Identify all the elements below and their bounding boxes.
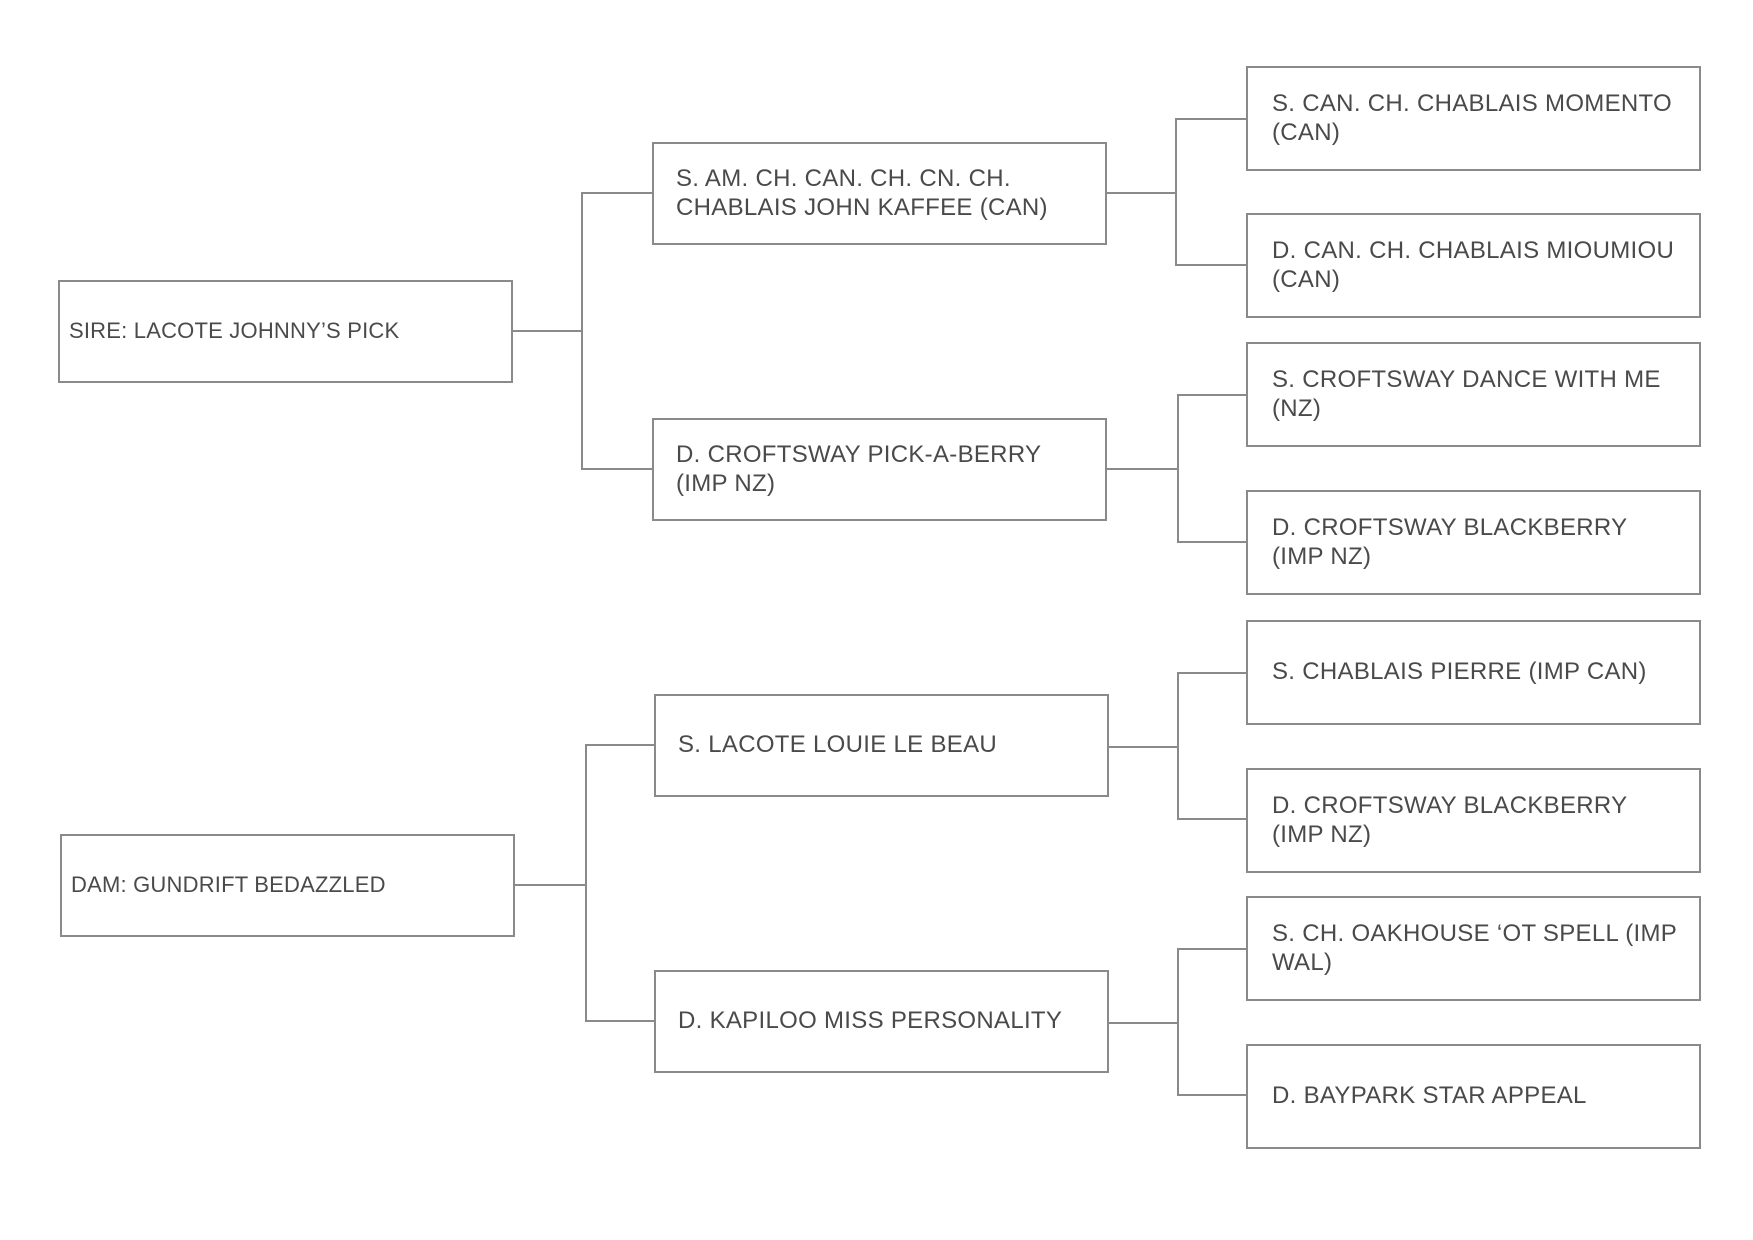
dam-sire-dam-box: D. CROFTSWAY BLACKBERRY (IMP NZ)	[1246, 768, 1701, 873]
connector-line	[1109, 1022, 1178, 1024]
connector-line	[1109, 746, 1178, 748]
dam-sire-dam-label: D. CROFTSWAY BLACKBERRY (IMP NZ)	[1272, 791, 1627, 848]
sire-dam-label: D. CROFTSWAY PICK-A-BERRY (IMP NZ)	[676, 440, 1041, 497]
dam-dam-dam-box: D. BAYPARK STAR APPEAL	[1246, 1044, 1701, 1149]
connector-line	[581, 192, 652, 194]
dam-sire-box: S. LACOTE LOUIE LE BEAU	[654, 694, 1109, 797]
dam-box: DAM: GUNDRIFT BEDAZZLED	[60, 834, 515, 937]
connector-line	[1177, 394, 1246, 396]
sire-dam-sire-box: S. CROFTSWAY DANCE WITH ME (NZ)	[1246, 342, 1701, 447]
dam-sire-sire-box: S. CHABLAIS PIERRE (IMP CAN)	[1246, 620, 1701, 725]
sire-dam-dam-box: D. CROFTSWAY BLACKBERRY (IMP NZ)	[1246, 490, 1701, 595]
connector-line	[1177, 672, 1179, 820]
connector-line	[1177, 541, 1246, 543]
sire-sire-sire-box: S. CAN. CH. CHABLAIS MOMENTO (CAN)	[1246, 66, 1701, 171]
connector-line	[585, 744, 587, 1022]
connector-line	[585, 744, 654, 746]
connector-line	[515, 884, 586, 886]
sire-box: SIRE: LACOTE JOHNNY’S PICK	[58, 280, 513, 383]
sire-sire-dam-label: D. CAN. CH. CHABLAIS MIOUMIOU (CAN)	[1272, 236, 1675, 293]
dam-dam-box: D. KAPILOO MISS PERSONALITY	[654, 970, 1109, 1073]
sire-sire-label: S. AM. CH. CAN. CH. CN. CH. CHABLAIS JOH…	[676, 164, 1048, 221]
connector-line	[1177, 672, 1246, 674]
connector-line	[1177, 394, 1179, 543]
connector-line	[1107, 468, 1178, 470]
dam-sire-sire-label: S. CHABLAIS PIERRE (IMP CAN)	[1272, 658, 1647, 686]
dam-sire-label: S. LACOTE LOUIE LE BEAU	[678, 731, 998, 759]
sire-dam-dam-label: D. CROFTSWAY BLACKBERRY (IMP NZ)	[1272, 513, 1627, 570]
dam-label: DAM: GUNDRIFT BEDAZZLED	[71, 872, 386, 898]
connector-line	[1107, 192, 1176, 194]
connector-line	[1177, 818, 1246, 820]
connector-line	[1177, 1094, 1246, 1096]
dam-dam-dam-label: D. BAYPARK STAR APPEAL	[1272, 1082, 1587, 1110]
sire-dam-sire-label: S. CROFTSWAY DANCE WITH ME (NZ)	[1272, 365, 1661, 422]
connector-line	[1175, 264, 1246, 266]
connector-line	[1177, 948, 1246, 950]
connector-line	[1175, 118, 1246, 120]
sire-dam-box: D. CROFTSWAY PICK-A-BERRY (IMP NZ)	[652, 418, 1107, 521]
sire-label: SIRE: LACOTE JOHNNY’S PICK	[69, 318, 400, 344]
sire-sire-sire-label: S. CAN. CH. CHABLAIS MOMENTO (CAN)	[1272, 89, 1673, 146]
connector-line	[513, 330, 582, 332]
connector-line	[585, 1020, 654, 1022]
connector-line	[1175, 118, 1177, 266]
sire-sire-box: S. AM. CH. CAN. CH. CN. CH. CHABLAIS JOH…	[652, 142, 1107, 245]
connector-line	[581, 192, 583, 470]
dam-dam-label: D. KAPILOO MISS PERSONALITY	[678, 1007, 1063, 1035]
connector-line	[581, 468, 652, 470]
dam-dam-sire-label: S. CH. OAKHOUSE ‘OT SPELL (IMP WAL)	[1272, 919, 1677, 976]
dam-dam-sire-box: S. CH. OAKHOUSE ‘OT SPELL (IMP WAL)	[1246, 896, 1701, 1001]
connector-line	[1177, 948, 1179, 1096]
sire-sire-dam-box: D. CAN. CH. CHABLAIS MIOUMIOU (CAN)	[1246, 213, 1701, 318]
